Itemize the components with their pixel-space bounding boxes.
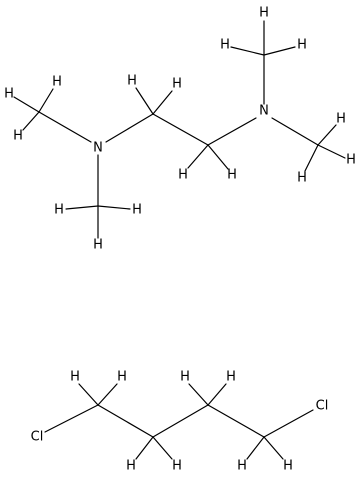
atom-hydrogen: H	[237, 459, 247, 474]
bond-h	[38, 88, 54, 113]
atom-hydrogen: H	[297, 38, 307, 53]
bond-h	[22, 111, 40, 131]
bond-h	[317, 124, 337, 146]
bond-ch2-ch2	[152, 113, 209, 146]
atom-hydrogen: H	[297, 171, 307, 186]
atom-hydrogen: H	[52, 75, 62, 90]
bond-h	[263, 46, 296, 56]
atom-nitrogen: N	[259, 104, 269, 119]
atom-hydrogen: H	[346, 153, 356, 168]
bond-h	[188, 383, 209, 406]
bond-h	[207, 383, 227, 406]
atom-hydrogen: H	[93, 238, 103, 253]
atom-hydrogen: H	[70, 370, 80, 385]
atom-chlorine: Cl	[316, 399, 329, 414]
molecule-tetramethylethylenediamine	[13, 20, 346, 239]
atom-hydrogen: H	[178, 168, 188, 183]
bond-h	[207, 144, 229, 170]
atom-hydrogen: H	[172, 77, 182, 92]
bond-h	[246, 436, 265, 460]
bond-h	[152, 436, 173, 460]
atom-hydrogen: H	[117, 370, 127, 385]
atom-hydrogen: H	[132, 203, 142, 218]
atom-hydrogen: H	[283, 459, 293, 474]
bond-c2-c3	[152, 404, 209, 438]
bond-n1-ch3a	[38, 111, 92, 143]
bond-h	[187, 144, 209, 169]
atom-hydrogen: H	[126, 459, 136, 474]
atom-hydrogen: H	[13, 129, 23, 144]
bond-n1-ch2	[105, 113, 154, 143]
bond-h	[135, 87, 154, 115]
molecule-dichlorobutane	[44, 383, 314, 460]
atom-hydrogen: H	[336, 112, 346, 127]
atom-hydrogen: H	[4, 87, 14, 102]
atom-hydrogen: H	[180, 370, 190, 385]
bond-h	[230, 46, 265, 56]
bond-c3-c4	[207, 404, 265, 438]
bond-h	[317, 144, 346, 159]
atom-hydrogen: H	[127, 74, 137, 89]
bond-c1-c2	[97, 404, 154, 438]
bond-h	[13, 96, 40, 113]
bond-h	[304, 144, 319, 172]
atom-nitrogen: N	[93, 141, 103, 156]
atom-hydrogen: H	[227, 168, 237, 183]
bond-h	[135, 436, 154, 460]
bond-cl1-c1	[44, 404, 99, 433]
atom-hydrogen: H	[259, 6, 269, 21]
atom-hydrogen: H	[172, 459, 182, 474]
bond-h	[97, 205, 131, 210]
atom-hydrogen: H	[220, 38, 230, 53]
bond-c4-cl2	[263, 409, 314, 438]
bond-h	[152, 90, 173, 115]
bond-h	[78, 383, 99, 406]
bond-ch2-n2	[207, 117, 257, 146]
atom-chlorine: Cl	[31, 430, 44, 445]
bond-h	[65, 205, 99, 210]
bond-n2-ch3b	[271, 117, 319, 146]
atom-hydrogen: H	[226, 370, 236, 385]
bond-h	[263, 436, 284, 460]
bond-h	[97, 383, 118, 406]
atom-hydrogen: H	[54, 203, 64, 218]
